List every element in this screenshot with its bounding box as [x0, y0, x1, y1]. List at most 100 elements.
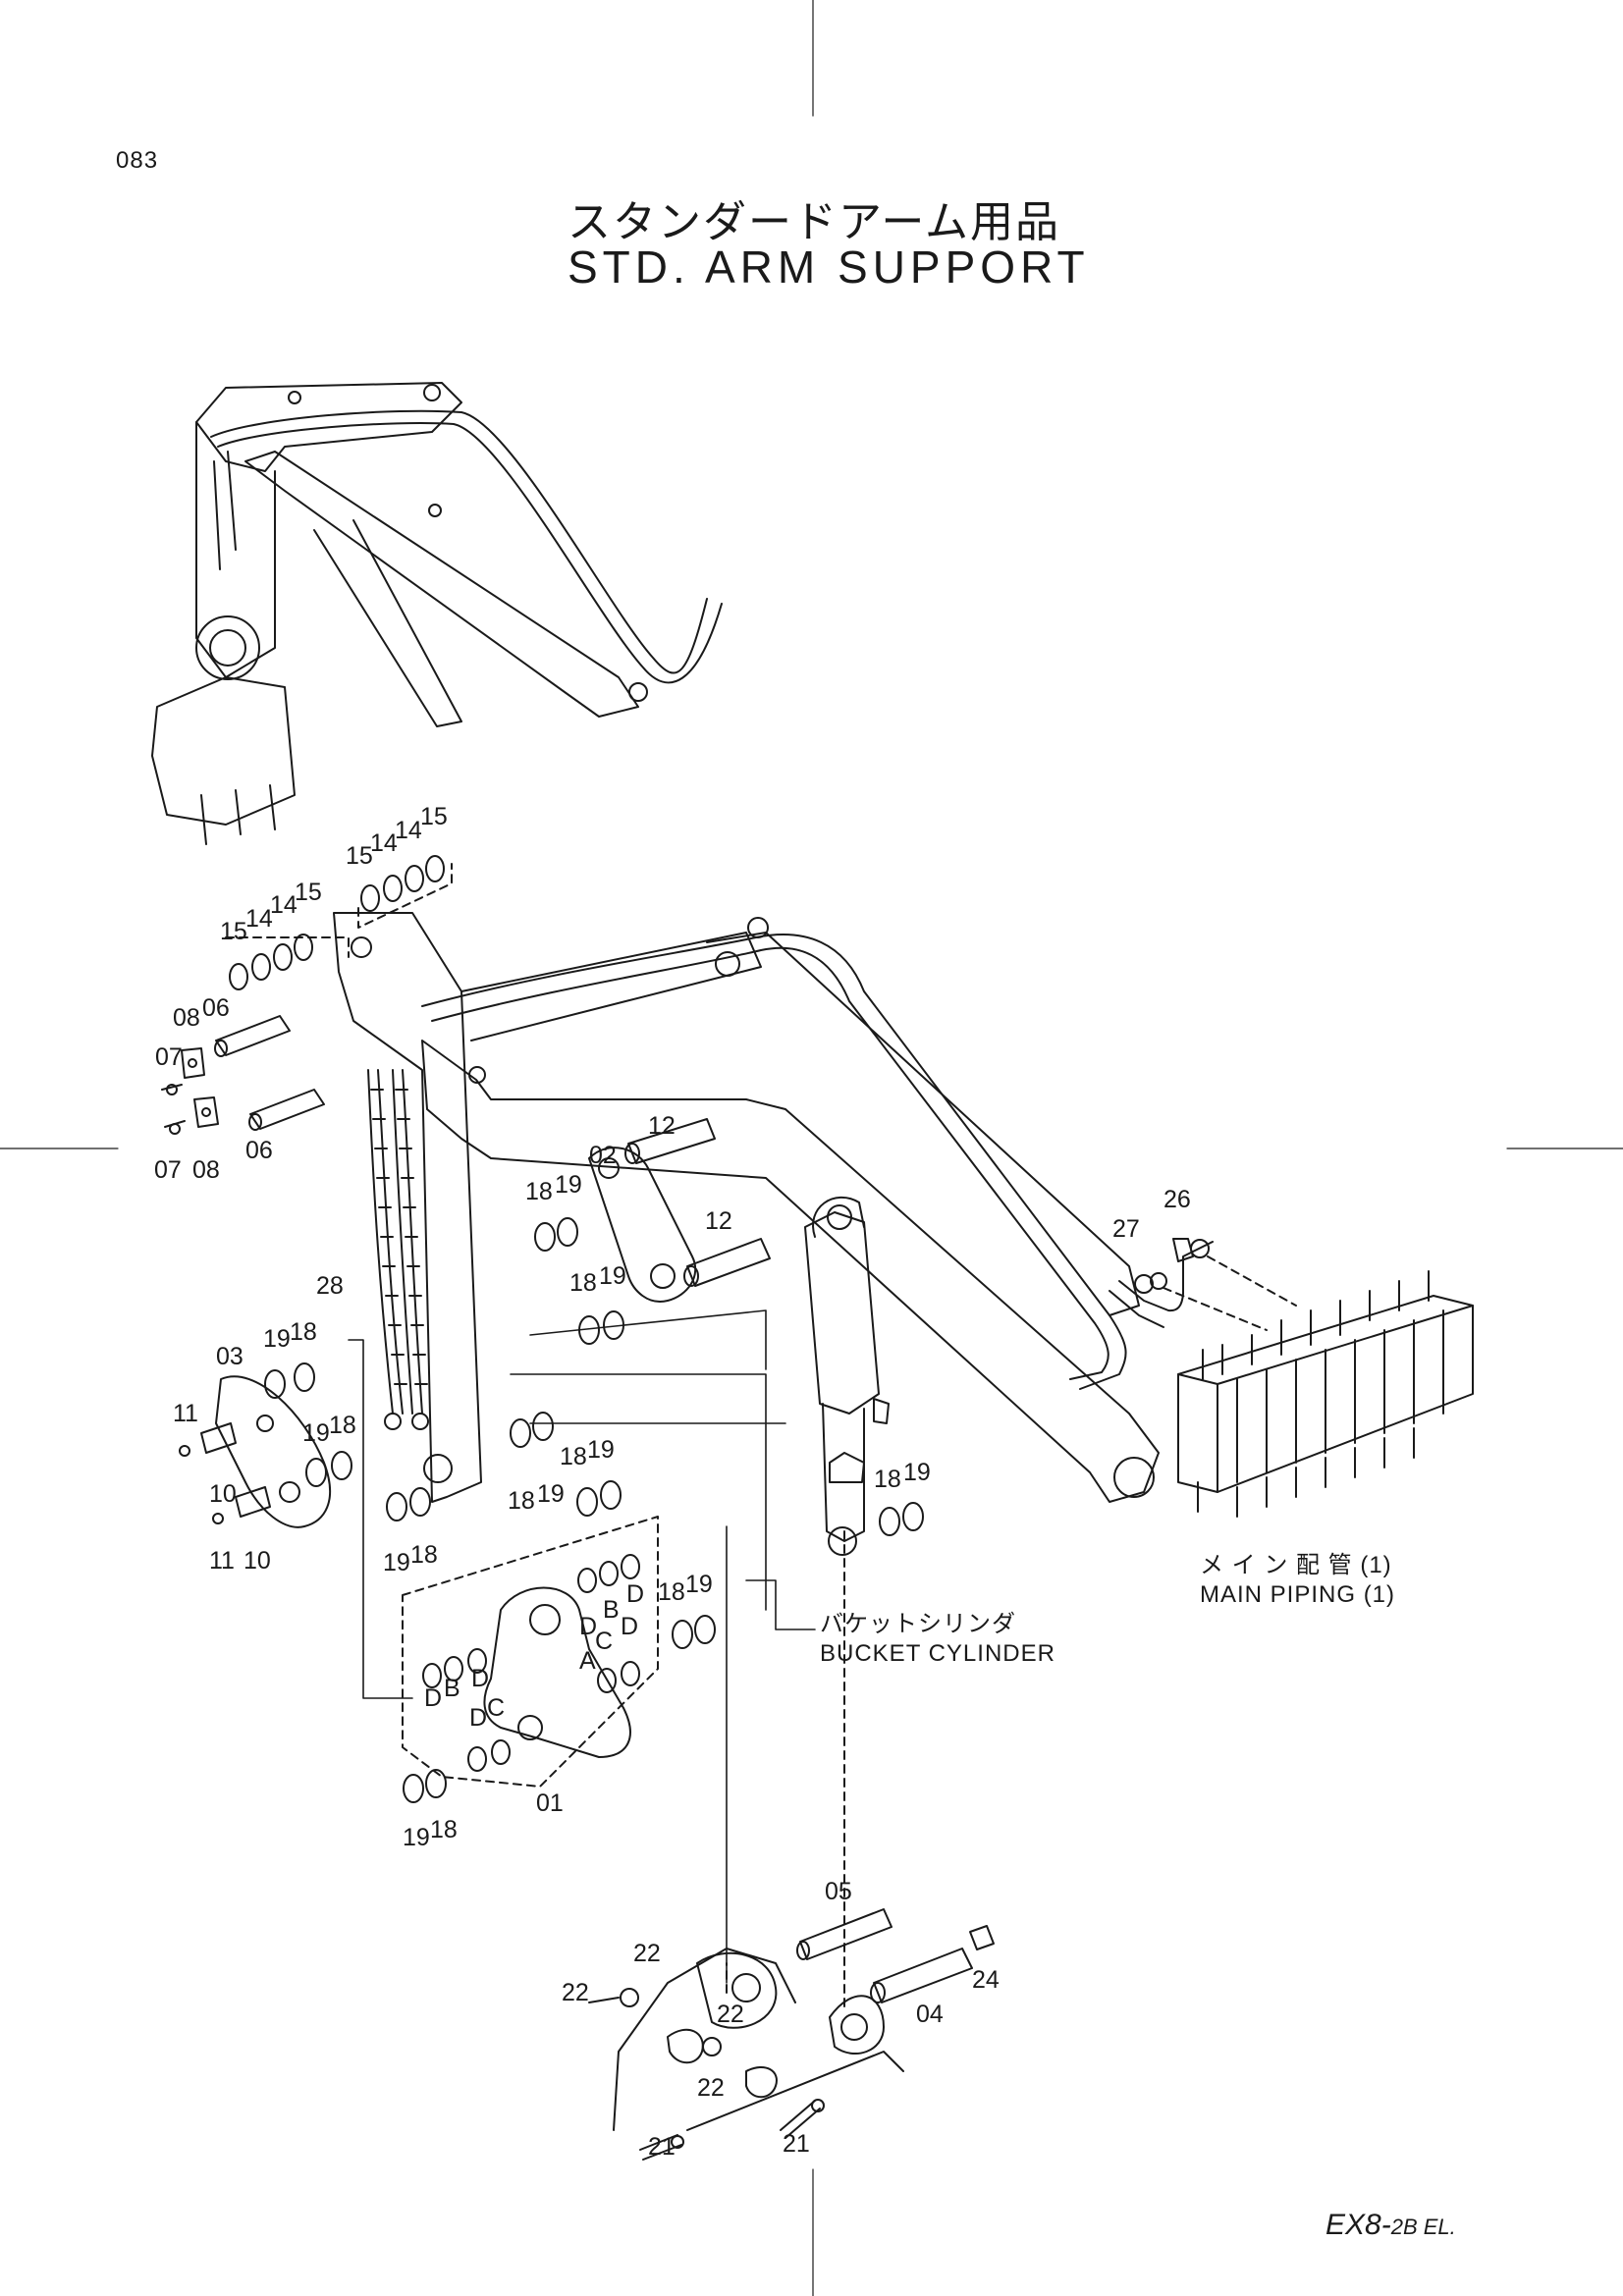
label-C: C [487, 1694, 505, 1722]
label-11: 11 [209, 1547, 235, 1575]
label-27: 27 [1112, 1215, 1140, 1243]
label-14: 14 [370, 829, 398, 857]
label-21: 21 [648, 2133, 676, 2161]
label-14: 14 [395, 817, 422, 844]
label-22: 22 [562, 1979, 589, 2006]
label-18: 18 [508, 1487, 535, 1515]
label-B: B [444, 1675, 460, 1702]
label-19: 19 [403, 1824, 430, 1851]
label-21: 21 [783, 2130, 810, 2158]
label-18: 18 [569, 1269, 597, 1297]
main-piping-callout[interactable]: メ イ ン 配 管 (1) MAIN PIPING (1) [1200, 1551, 1395, 1610]
bushings-set [422, 1554, 640, 1772]
model-code-suffix: 2B EL. [1390, 2215, 1456, 2239]
hose-pair-28[interactable] [367, 1069, 429, 1430]
washer-stack-top-left[interactable] [225, 934, 350, 990]
link-02[interactable] [588, 1147, 697, 1303]
label-18: 18 [410, 1541, 438, 1569]
label-14: 14 [270, 891, 298, 919]
bucket-linkage-area[interactable] [613, 1530, 904, 2131]
label-C: C [595, 1628, 613, 1655]
label-07: 07 [154, 1156, 182, 1184]
label-18: 18 [658, 1578, 685, 1606]
label-03: 03 [216, 1343, 243, 1370]
label-24: 24 [972, 1966, 1000, 1994]
label-19: 19 [587, 1436, 615, 1464]
label-18: 18 [329, 1412, 356, 1439]
label-19: 19 [599, 1262, 626, 1290]
label-06: 06 [245, 1137, 273, 1164]
fitting-elbow-26[interactable] [1172, 1238, 1297, 1307]
label-11: 11 [173, 1400, 198, 1427]
label-07: 07 [155, 1043, 183, 1071]
label-08: 08 [192, 1156, 220, 1184]
label-06: 06 [202, 994, 230, 1022]
label-D: D [626, 1580, 644, 1608]
label-04: 04 [916, 2001, 944, 2028]
leader-lines [348, 1309, 816, 1984]
label-15: 15 [346, 842, 373, 870]
main-piping-label-english: MAIN PIPING (1) [1200, 1581, 1396, 1608]
label-18: 18 [560, 1443, 587, 1470]
fitting-27[interactable] [1134, 1272, 1268, 1331]
label-22: 22 [697, 2074, 725, 2102]
label-18: 18 [430, 1816, 458, 1843]
bucket-cylinder-label-japanese: バケットシリンダ [820, 1611, 1016, 1637]
label-19: 19 [302, 1419, 330, 1447]
pins-and-plates-left[interactable] [161, 1015, 325, 1135]
label-10: 10 [243, 1547, 271, 1575]
label-18: 18 [525, 1178, 553, 1205]
page-number: 083 [116, 147, 159, 174]
label-D: D [579, 1613, 597, 1640]
label-01: 01 [536, 1789, 564, 1817]
label-10: 10 [209, 1480, 237, 1508]
label-02: 02 [589, 1142, 617, 1169]
overview-arm-illustration [151, 382, 723, 845]
control-valve-block[interactable] [1177, 1270, 1474, 1518]
label-08: 08 [173, 1004, 200, 1032]
bracket-03[interactable] [179, 1375, 332, 1528]
label-15: 15 [295, 879, 322, 906]
arm-boom-structure[interactable] [333, 912, 1160, 1503]
model-code: EX8-2B EL. [1325, 2209, 1456, 2242]
page-title-english: STD. ARM SUPPORT [568, 241, 1090, 293]
label-19: 19 [263, 1325, 291, 1353]
pin-12-upper[interactable] [624, 1118, 716, 1164]
label-22: 22 [633, 1940, 661, 1967]
pin-04[interactable] [870, 1925, 995, 2003]
page-title-japanese: スタンダードアーム用品 [568, 197, 1061, 247]
bolts-21-22 [588, 1988, 825, 2161]
label-19: 19 [685, 1571, 713, 1598]
washer-stack-top-right[interactable] [357, 855, 453, 929]
label-18: 18 [874, 1466, 901, 1493]
label-D: D [471, 1665, 489, 1692]
label-05: 05 [825, 1878, 852, 1905]
bucket-cylinder-label-english: BUCKET CYLINDER [820, 1640, 1055, 1667]
label-28: 28 [316, 1272, 344, 1300]
pin-05[interactable] [796, 1908, 893, 1960]
label-19: 19 [537, 1480, 565, 1508]
label-14: 14 [245, 905, 273, 933]
label-D: D [424, 1684, 442, 1712]
part-number-labels: 15 14 14 15 15 14 14 15 08 06 07 07 08 0… [154, 803, 1191, 2161]
label-19: 19 [383, 1549, 410, 1576]
bucket-cylinder[interactable] [804, 1197, 890, 1556]
label-D: D [621, 1613, 638, 1640]
label-19: 19 [903, 1459, 931, 1486]
link-01[interactable] [402, 1516, 659, 1788]
label-19: 19 [555, 1171, 582, 1199]
label-22: 22 [717, 2001, 744, 2028]
main-piping-illustration[interactable] [421, 934, 1214, 1390]
label-15: 15 [220, 918, 247, 945]
label-18: 18 [290, 1318, 317, 1346]
pin-12-lower[interactable] [683, 1238, 771, 1287]
label-12: 12 [705, 1207, 732, 1235]
label-D: D [469, 1704, 487, 1732]
bucket-cylinder-callout[interactable]: バケットシリンダ BUCKET CYLINDER [820, 1610, 1055, 1669]
label-26: 26 [1163, 1186, 1191, 1213]
label-B: B [603, 1596, 620, 1624]
label-15: 15 [420, 803, 448, 830]
label-A: A [579, 1647, 596, 1675]
